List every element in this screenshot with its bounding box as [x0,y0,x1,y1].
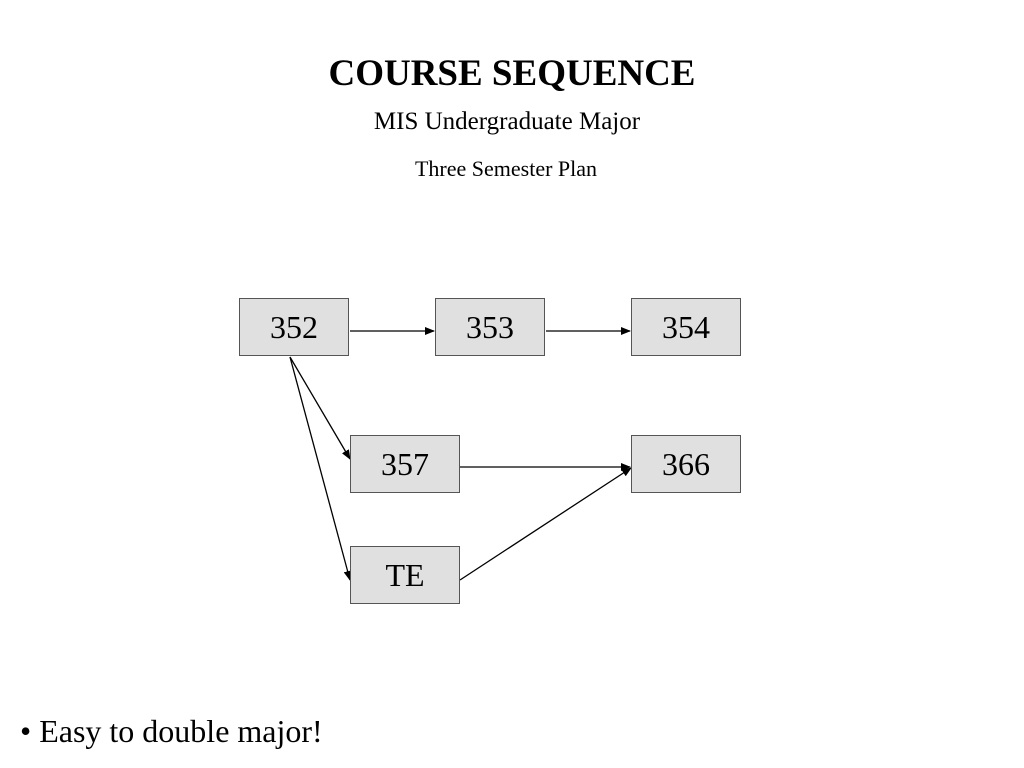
plan-label: Three Semester Plan [414,156,598,181]
course-node-366: 366 [631,435,741,493]
course-node-label: 352 [270,308,318,345]
edge-te-366 [459,467,632,581]
course-node-label: 353 [466,308,514,345]
edge-352-te [289,356,352,581]
page-title: COURSE SEQUENCE [328,53,696,94]
course-node-353: 353 [435,298,545,356]
course-node-label: 366 [662,445,710,482]
page-subtitle: MIS Undergraduate Major [373,108,641,135]
course-node-label: 357 [381,445,429,482]
course-node-te: TE [350,546,460,604]
course-node-357: 357 [350,435,460,493]
course-node-label: 354 [662,308,710,345]
course-node-label: TE [385,556,425,593]
course-node-354: 354 [631,298,741,356]
course-node-352: 352 [239,298,349,356]
edge-352-357 [289,356,351,460]
bullet-note: • Easy to double major! [20,713,323,749]
